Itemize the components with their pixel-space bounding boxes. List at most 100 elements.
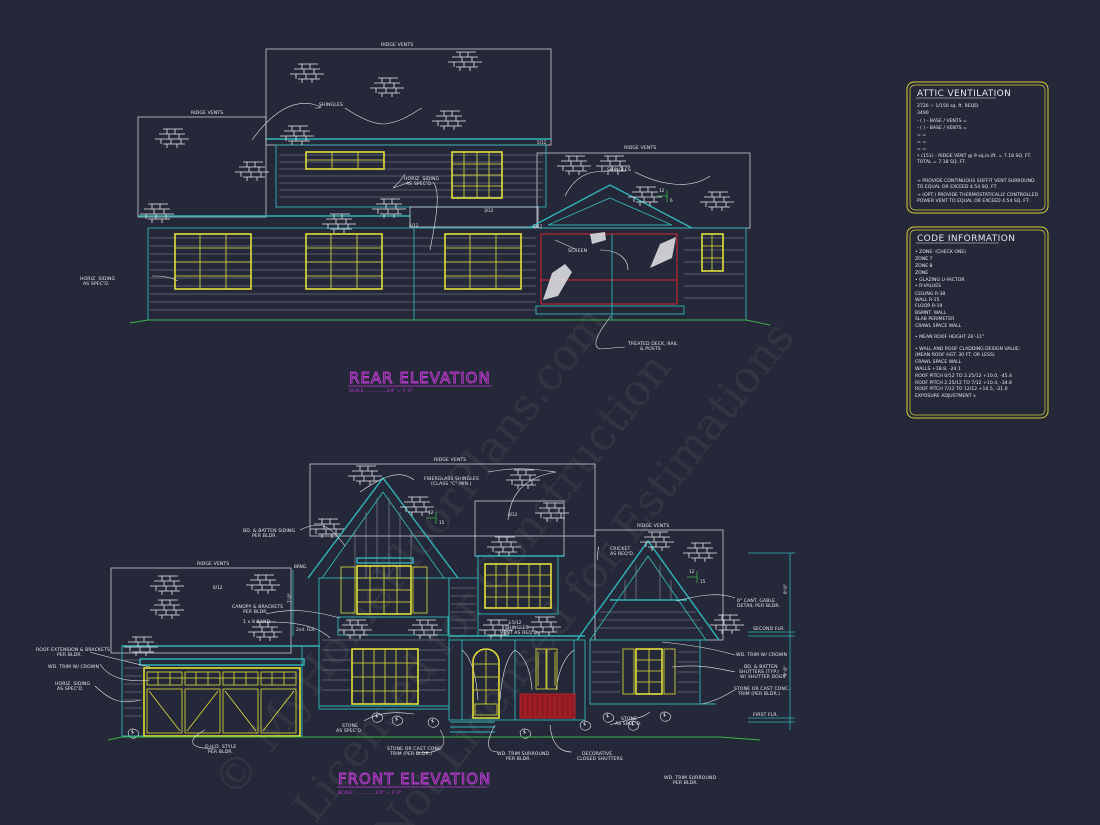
code-line: • WALL AND ROOF CLADDING DESIGN VALUE: <box>915 346 1021 352</box>
front-door <box>472 648 500 719</box>
label-trim-surround: WD. TRIM SURROUND <box>664 775 716 781</box>
code-line: SLAB PERIMETER <box>915 316 955 322</box>
label-stone-cast: STONE OR CAST CONC. <box>734 686 790 692</box>
garage-door <box>143 667 301 737</box>
front-elevation-title: FRONT ELEVATION <box>338 770 491 788</box>
label-cricket: CRICKET <box>610 546 630 552</box>
code-information-panel: CODE INFORMATION • ZONE: (CHECK ONE) ZON… <box>906 226 1049 419</box>
code-line: • R-VALUES <box>915 283 941 289</box>
label-roof-extension: ROOF EXTENSION & BRACKETS <box>36 647 110 653</box>
code-line: CRAWL SPACE WALL <box>915 359 962 365</box>
code-line: ROOF PITCH 2.25/12 TO 7/12 +10.4, -34.8 <box>915 380 1012 386</box>
label-ridge-vents: RIDGE VENTS <box>624 145 656 151</box>
label-deck: & POSTS <box>640 346 661 352</box>
label-stone: STONE <box>621 716 637 722</box>
code-line: CEILING R-38 <box>915 291 945 297</box>
code-line: ROOF PITCH 0/12 TO 2.25/12 +10.0, -45.4 <box>915 373 1012 379</box>
label-horiz-siding: HORIZ. SIDING <box>404 176 439 182</box>
rear-right-roof <box>536 152 751 229</box>
attic-line: → (OPT.) PROVIDE THERMOSTATICALLY CONTRO… <box>917 192 1039 198</box>
label-bb-shutters: SHUTTERS (TYP.) <box>739 669 779 675</box>
attic-line: POWER VENT TO EQUAL OR EXCEED 4.54 SQ. F… <box>917 198 1030 204</box>
label-bb-shutters: W/ SHUTTER DOGS <box>740 674 786 680</box>
rear-windows <box>174 151 724 290</box>
code-line: WALL R-15 <box>915 297 940 303</box>
label-shingles-vent: SHINGLES <box>505 625 529 631</box>
slope-rise-label: 12 <box>428 510 434 515</box>
rear-left-roof <box>137 116 267 218</box>
front-windows <box>340 563 676 705</box>
attic-line: - ( ) - BASE / VENTS = <box>917 125 967 131</box>
attic-line: TO EQUAL OR EXCEED 4.54 SQ. FT. <box>916 184 997 190</box>
label-trim-crown: WD. TRIM W/ CROWN <box>48 664 99 670</box>
label-horiz-siding: AS SPEC'D. <box>83 281 110 287</box>
decorative-shutters <box>535 648 558 690</box>
label-cricket: AS REQ'D. <box>610 551 634 557</box>
rear-elevation-title: REAR ELEVATION <box>349 369 491 387</box>
label-stone-cast: STONE OR CAST CONC. <box>387 746 443 752</box>
label-brng: BRNG. <box>294 564 308 569</box>
watermark: © MyHomeFloorPlans.com Licensed for Cons… <box>203 297 804 825</box>
label-screen: SCREEN <box>568 248 587 254</box>
slope-run-label: 15 <box>439 520 445 525</box>
label-stone: AS SPEC'D. <box>336 728 363 734</box>
attic-line: → PROVIDE CONTINUOUS SOFFIT VENT SURROUN… <box>917 178 1035 184</box>
label-decorative-shutters: CLOSED SHUTTERS <box>577 756 623 762</box>
label-horiz-siding: AS SPEC'D. <box>57 686 84 692</box>
label-ridge-vents: RIDGE VENTS <box>191 110 223 116</box>
slope-rise-label: 12 <box>689 569 695 574</box>
label-pitch: 3.5/12 <box>508 620 522 625</box>
label-horiz-siding: HORIZ. SIDING <box>55 681 90 687</box>
label-pitch: 6/12 <box>213 585 223 590</box>
label-ohd-style: O.H.D. STYLE <box>205 744 236 750</box>
attic-line: = = <box>917 133 926 138</box>
label-first-flr: FIRST FLR. <box>753 712 778 718</box>
label-shingles: SHINGLES <box>319 102 343 108</box>
code-line: • GLAZING U-FACTOR <box>915 277 965 283</box>
code-line: FLOOR R-19 <box>915 303 943 309</box>
label-cant-gable: 6" CANT. GABLE <box>737 598 775 604</box>
dim-upper: 9'-0" <box>783 584 788 594</box>
label-pitch: 5/12 <box>537 140 547 145</box>
attic-line: TOTAL = 7.18 SQ. FT. <box>916 159 966 165</box>
label-pitch: 8/12 <box>508 512 518 517</box>
label-trim-surround: PER BLDR. <box>506 756 531 762</box>
attic-ventilation-panel: ATTIC VENTILATION 2726 ÷ 1/150 sq. ft. R… <box>906 81 1049 214</box>
label-stone: AS SPEC'D. <box>615 721 642 727</box>
code-information-title: CODE INFORMATION <box>917 234 1015 244</box>
code-line: WALLS +18.8, -24.1 <box>915 366 961 372</box>
attic-line: - ( ) - BASE / VENTS = <box>917 118 967 124</box>
label-horiz-siding: HORIZ. SIDING <box>80 276 115 282</box>
porch-railing <box>519 693 576 719</box>
attic-line: • (151) - RIDGE VENT @ 9 sq.in./ft. = 7.… <box>917 153 1031 159</box>
dimension-lines <box>292 552 795 730</box>
slope-run-label: 15 <box>700 579 706 584</box>
code-line: ZONE 8 <box>915 263 933 269</box>
slope-rise-label: 12 <box>659 188 665 193</box>
label-shingles-vent: VENT AS REQ'D. <box>500 630 539 636</box>
label-ridge-vents: RIDGE VENTS <box>434 457 466 463</box>
code-line: BSMNT. WALL <box>915 310 947 316</box>
attic-ventilation-title: ATTIC VENTILATION <box>917 89 1011 99</box>
label-stone: STONE <box>342 723 358 729</box>
code-line: • MEAN ROOF HEIGHT 26'-11" <box>915 334 984 340</box>
front-elevation: 9'-0" 9'-0" 7'-0" 12 15 12 15 <box>36 457 795 796</box>
label-bb-siding: BD. & BATTEN SIDING <box>243 528 295 534</box>
label-canopy: CANOPY & BRACKETS <box>232 604 283 610</box>
rear-elevation-scale: SCALE: ..............1/4" = 1'-0" <box>349 388 413 394</box>
label-ohd-style: PER BLDR. <box>208 749 233 755</box>
label-pitch: 3/12 <box>533 224 543 229</box>
code-line: (MEAN ROOF HGT. 30 FT. OR LESS) <box>915 352 995 358</box>
label-stone-cast: TRIM (PER BLDR.) <box>737 691 780 697</box>
code-line: ZONE <box>915 270 928 276</box>
dim-lower: 9'-0" <box>783 666 788 676</box>
label-fiberglass-shingles: (CLASS "C" MIN.) <box>431 481 472 487</box>
label-shingles: SHINGLES <box>607 167 631 173</box>
attic-line: 2726 ÷ 1/150 sq. ft. REQD. <box>917 103 979 109</box>
label-decorative-shutters: DECORATIVE <box>582 751 612 757</box>
attic-line: 3490 <box>917 110 929 116</box>
attic-line: = = <box>917 140 926 145</box>
dim-left: 7'-0" <box>287 593 292 603</box>
rear-elevation: 12 6 RIDGE VENTS RIDGE VENTS RIDGE VENTS… <box>80 42 771 394</box>
